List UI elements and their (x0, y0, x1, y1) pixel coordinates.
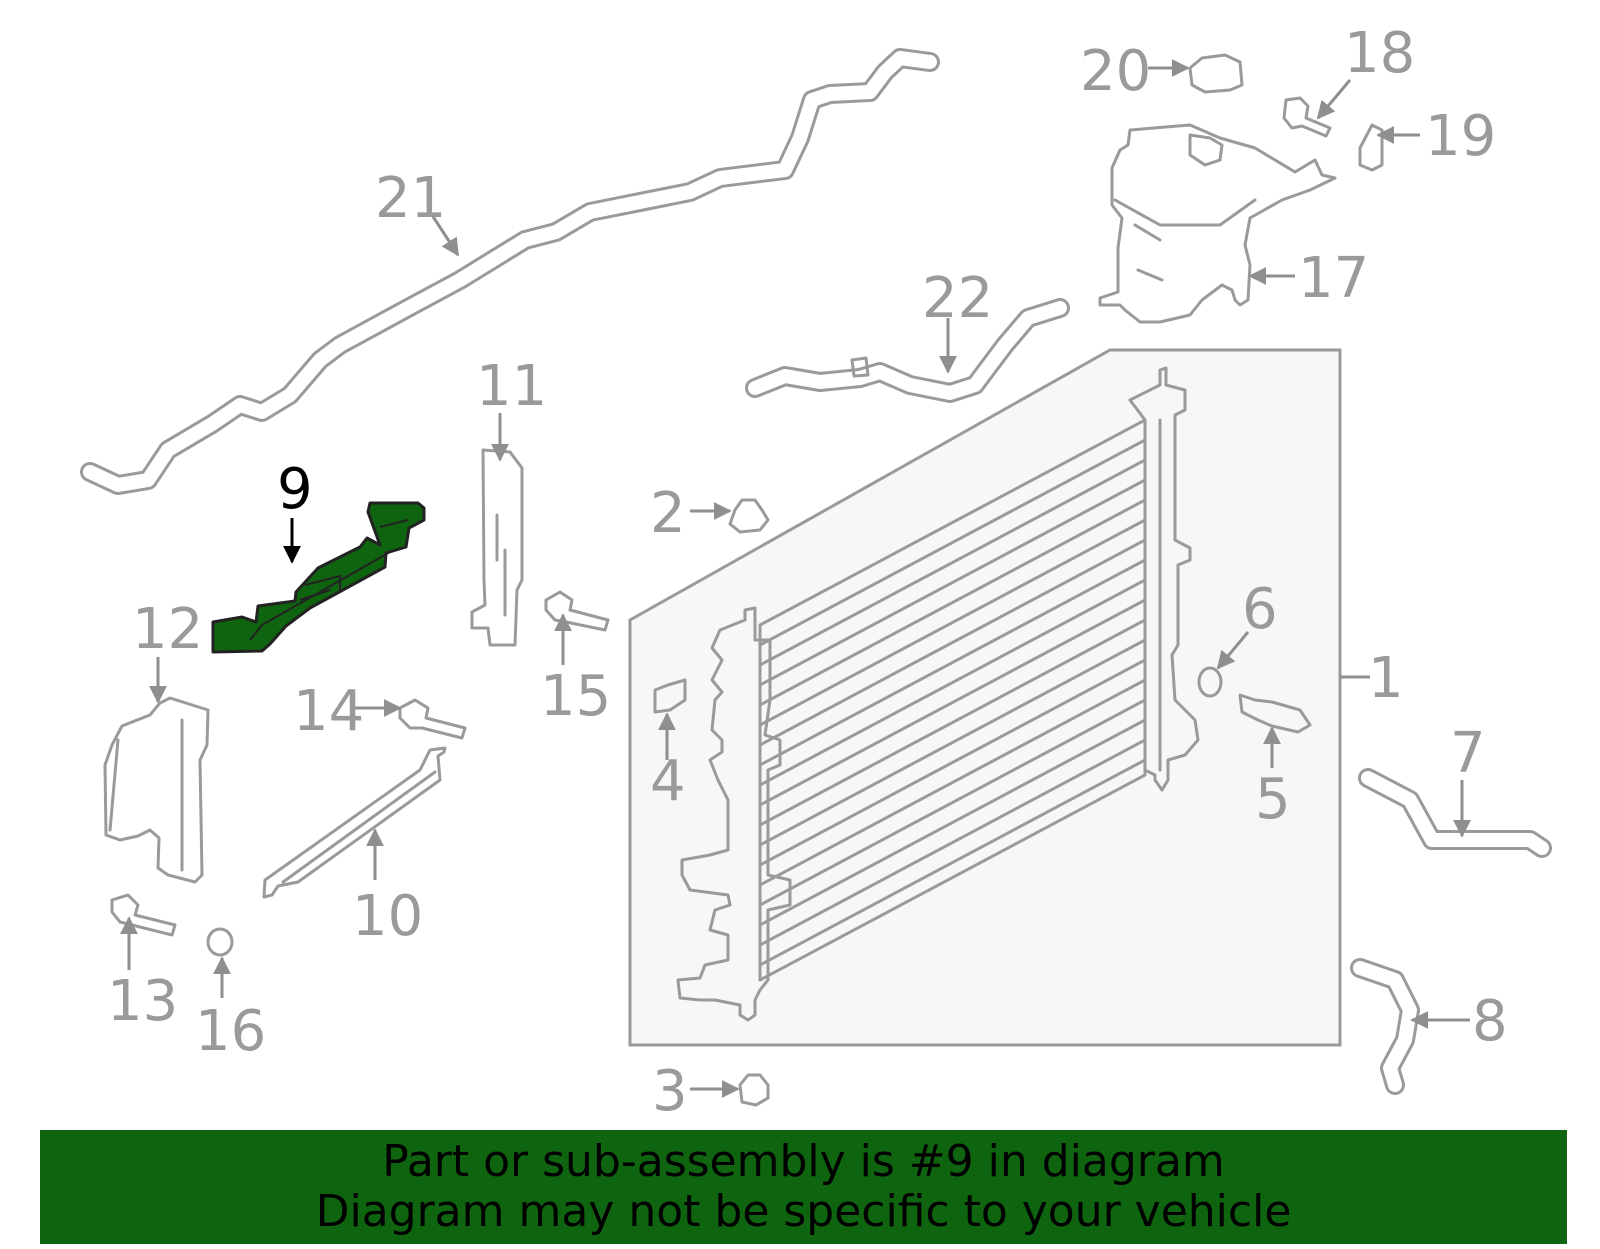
callout-13[interactable]: 13 (107, 969, 178, 1034)
callout-20[interactable]: 20 (1080, 39, 1151, 104)
part-22-hose[interactable] (745, 298, 1070, 403)
assembly-box (628, 348, 1342, 1047)
part-19-clip[interactable] (1358, 123, 1384, 172)
banner-line-2: Diagram may not be specific to your vehi… (315, 1186, 1292, 1237)
callout-5[interactable]: 5 (1255, 767, 1291, 832)
radiator-core (758, 418, 1147, 982)
callout-9[interactable]: 9 (277, 457, 313, 522)
callout-12[interactable]: 12 (132, 597, 203, 662)
callout-4[interactable]: 4 (650, 749, 686, 814)
callout-22[interactable]: 22 (922, 266, 993, 331)
callout-2[interactable]: 2 (650, 481, 686, 546)
part-4-clip[interactable] (653, 678, 687, 714)
callout-18[interactable]: 18 (1344, 21, 1415, 86)
part-3-grommet[interactable] (738, 1073, 770, 1107)
part-5-sensor[interactable] (1238, 693, 1312, 734)
part-21-hose[interactable] (80, 48, 940, 495)
callout-11[interactable]: 11 (476, 354, 547, 419)
radiator-left-tank (676, 606, 792, 1022)
part-14-bolt[interactable] (398, 698, 467, 740)
part-18-bolt[interactable] (1282, 96, 1332, 138)
radiator-right-tank (1128, 366, 1200, 792)
part-11-seal[interactable] (470, 448, 524, 647)
callout-7[interactable]: 7 (1450, 721, 1486, 786)
part-13-bolt[interactable] (110, 893, 177, 937)
callout-14[interactable]: 14 (293, 679, 364, 744)
callout-17[interactable]: 17 (1298, 246, 1369, 311)
callout-16[interactable]: 16 (195, 999, 266, 1064)
part-10-bracket[interactable] (262, 746, 447, 899)
callout-15[interactable]: 15 (540, 664, 611, 729)
part-6-washer[interactable] (1197, 666, 1223, 698)
radiator-assembly[interactable] (628, 348, 1342, 1047)
leader-lines (120, 59, 1471, 1098)
banner-line-1: Part or sub-assembly is #9 in diagram (382, 1136, 1225, 1187)
part-16-washer[interactable] (206, 927, 234, 957)
part-20-cap[interactable] (1188, 53, 1244, 94)
info-banner: Part or sub-assembly is #9 in diagram Di… (40, 1130, 1567, 1244)
callout-19[interactable]: 19 (1425, 104, 1496, 169)
callout-6[interactable]: 6 (1242, 577, 1278, 642)
part-2-grommet[interactable] (728, 498, 770, 534)
callout-8[interactable]: 8 (1472, 989, 1508, 1054)
part-9-air-deflector[interactable] (211, 501, 426, 654)
part-15-bolt[interactable] (544, 590, 610, 632)
part-7-hose[interactable] (1358, 768, 1552, 858)
callout-3[interactable]: 3 (652, 1059, 688, 1124)
part-17-reservoir[interactable] (1098, 123, 1337, 324)
part-12-seal[interactable] (103, 696, 210, 884)
callout-labels: 1 2 3 4 5 6 7 8 9 10 11 12 13 14 15 16 1… (107, 21, 1508, 1124)
callout-10[interactable]: 10 (352, 884, 423, 949)
callout-21[interactable]: 21 (375, 166, 446, 231)
part-8-hose[interactable] (1350, 958, 1420, 1095)
callout-1[interactable]: 1 (1368, 646, 1404, 711)
